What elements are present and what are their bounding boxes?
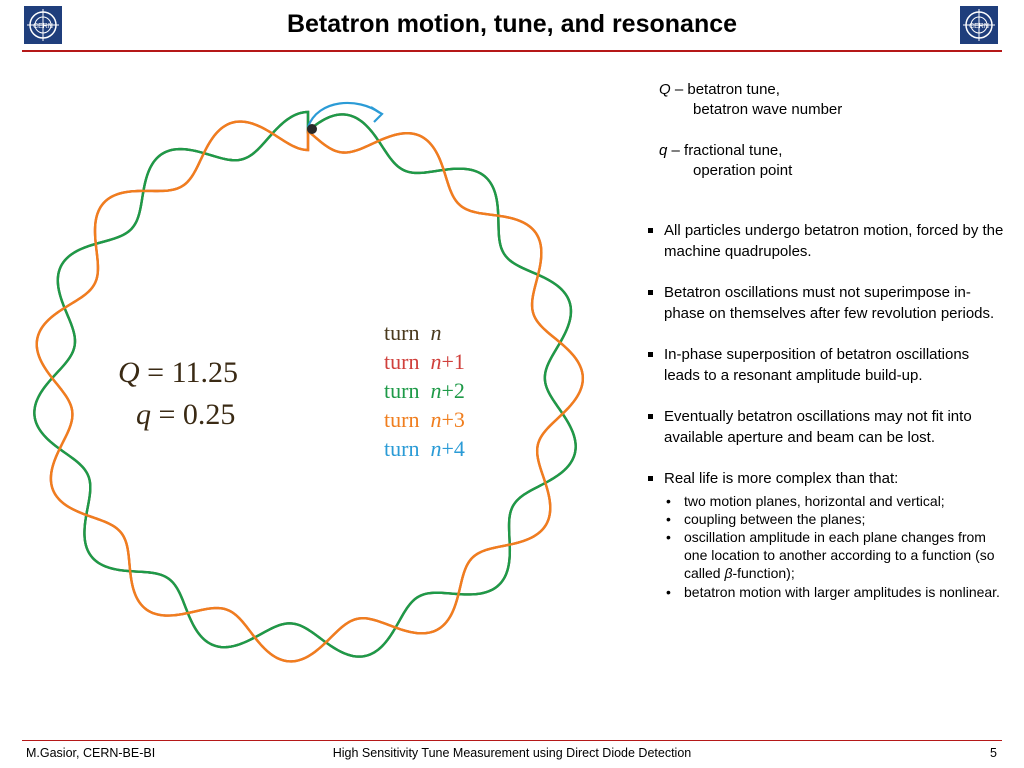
bullet-item: All particles undergo betatron motion, f…	[646, 221, 1006, 262]
Q-definition: Q – betatron tune, betatron wave number	[659, 81, 843, 118]
q-definition: q – fractional tune, operation point	[659, 142, 793, 179]
bullet-dot-icon: •	[666, 583, 671, 600]
turn-label: turn n+4	[384, 436, 465, 461]
sub-bullet-item: •two motion planes, horizontal and verti…	[666, 492, 945, 509]
bullet-square-icon	[648, 228, 653, 233]
bullet-dot-icon: •	[666, 492, 671, 509]
bullet-square-icon	[648, 290, 653, 295]
bullet-item: Eventually betatron oscillations may not…	[646, 407, 1006, 448]
page-number: 5	[990, 746, 997, 760]
bullet-square-icon	[648, 414, 653, 419]
tune-values: Q = 11.25 q = 0.25	[118, 352, 238, 436]
particle-marker	[307, 124, 317, 134]
cern-logo: CERN	[24, 6, 62, 44]
arrow-head-icon	[370, 106, 384, 123]
sub-bullet-item: •coupling between the planes;	[666, 510, 866, 527]
cern-logo-right: CERN	[960, 6, 998, 44]
definitions: Q – betatron tune, betatron wave number …	[659, 80, 842, 202]
turn-label: turn n+3	[384, 407, 465, 432]
Q-value: Q = 11.25	[118, 356, 238, 389]
turn-trajectory-2	[33, 110, 577, 658]
footer-divider	[22, 740, 1002, 741]
bullet-item: Betatron oscillations must not superimpo…	[646, 283, 1006, 324]
bullet-item: In-phase superposition of betatron oscil…	[646, 345, 1006, 386]
q-value: q = 0.25	[136, 398, 236, 431]
page-title: Betatron motion, tune, and resonance	[286, 10, 738, 38]
svg-text:CERN: CERN	[33, 23, 53, 30]
turn-label: turn n+1	[384, 349, 465, 374]
turn-label: turn n	[384, 320, 442, 345]
turn-label: turn n+2	[384, 378, 465, 403]
turn-trajectory-3	[35, 120, 585, 663]
footer-author: M.Gasior, CERN-BE-BI	[26, 746, 156, 760]
title-divider	[22, 50, 1002, 52]
bullet-dot-icon: •	[666, 510, 671, 527]
bullet-square-icon	[648, 476, 653, 481]
bullet-square-icon	[648, 352, 653, 357]
bullet-dot-icon: •	[666, 528, 671, 545]
sub-bullet-item: •betatron motion with larger amplitudes …	[666, 583, 1000, 600]
bullet-item: Real life is more complex than that: •tw…	[646, 469, 1006, 601]
betatron-ring-diagram	[33, 101, 585, 663]
svg-text:CERN: CERN	[969, 23, 989, 30]
footer-talk-title: High Sensitivity Tune Measurement using …	[332, 746, 692, 760]
turn-legend: turn n turn n+1 turn n+2 turn n+3 turn n+4	[384, 318, 465, 463]
sub-bullet-list: •two motion planes, horizontal and verti…	[664, 492, 1006, 601]
sub-bullet-item: •oscillation amplitude in each plane cha…	[666, 528, 995, 582]
bullet-list: All particles undergo betatron motion, f…	[646, 221, 1006, 622]
